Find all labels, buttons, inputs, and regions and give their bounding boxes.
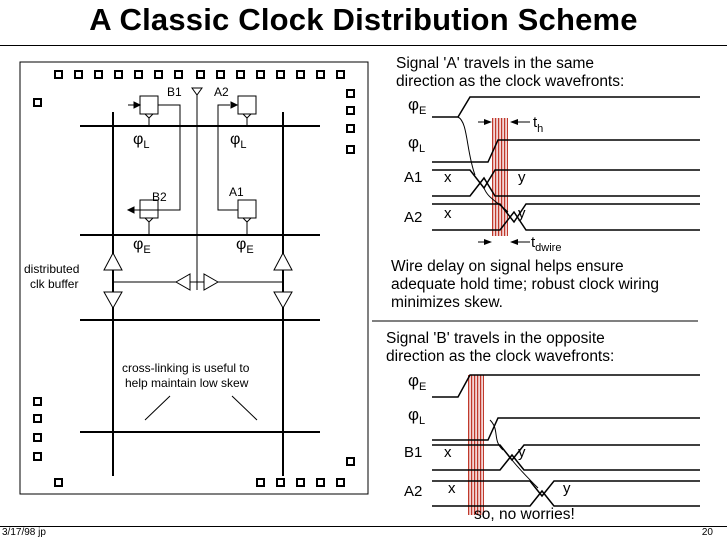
title-rule <box>0 45 727 46</box>
chip-outline <box>19 61 369 495</box>
io-pads <box>33 70 355 487</box>
clock-source <box>191 87 203 96</box>
timing-a-th: th <box>533 114 543 135</box>
phi-e-left: φE <box>133 236 151 256</box>
flip-flops <box>139 95 257 219</box>
timing-a-phi-l: φL <box>408 133 425 155</box>
timing-b-b1-x: x <box>444 444 452 461</box>
timing-a-a1: A1 <box>404 169 422 186</box>
cross-note-line1: cross-linking is useful to <box>122 361 250 375</box>
section-b-conclusion: so, no worries! <box>474 506 575 523</box>
section-b-intro: Signal 'B' travels in the opposite direc… <box>386 330 615 365</box>
cross-note-line2: help maintain low skew <box>125 376 249 390</box>
timing-b-a2-y: y <box>563 480 571 497</box>
timing-b-phi-l: φL <box>408 405 425 427</box>
phi-l-left: φL <box>133 131 150 151</box>
label-a1: A1 <box>229 185 244 199</box>
timing-a-phi-e: φE <box>408 95 426 117</box>
timing-diagram-b <box>432 374 700 515</box>
timing-b-b1-y: y <box>518 444 526 461</box>
label-a2: A2 <box>214 85 229 99</box>
timing-a-a2-y: y <box>518 205 526 222</box>
clock-trunk <box>113 95 283 290</box>
timing-b-a2: A2 <box>404 483 422 500</box>
buffer-note-line1: distributed <box>24 262 79 276</box>
clock-buffers <box>103 251 293 310</box>
footer-date: 3/17/98 jp <box>2 527 46 538</box>
footer-rule <box>0 526 727 527</box>
timing-a-a2: A2 <box>404 209 422 226</box>
phi-e-right: φE <box>236 236 254 256</box>
timing-a-a2-x: x <box>444 205 452 222</box>
label-b2: B2 <box>152 190 167 204</box>
label-b1: B1 <box>167 85 182 99</box>
section-a-intro: Signal 'A' travels in the same direction… <box>396 55 625 90</box>
timing-b-phi-e: φE <box>408 371 426 393</box>
buffer-note-line2: clk buffer <box>30 277 78 291</box>
timing-a-a1-y: y <box>518 169 526 186</box>
timing-b-a2-x: x <box>448 480 456 497</box>
timing-a-a1-x: x <box>444 169 452 186</box>
section-a-note: Wire delay on signal helps ensure adequa… <box>391 258 659 311</box>
timing-b-b1: B1 <box>404 444 422 461</box>
page-number: 20 <box>701 527 713 538</box>
timing-a-tdwire: tdwire <box>531 234 561 254</box>
phi-l-right: φL <box>230 131 247 151</box>
slide-title: A Classic Clock Distribution Scheme <box>89 2 638 37</box>
